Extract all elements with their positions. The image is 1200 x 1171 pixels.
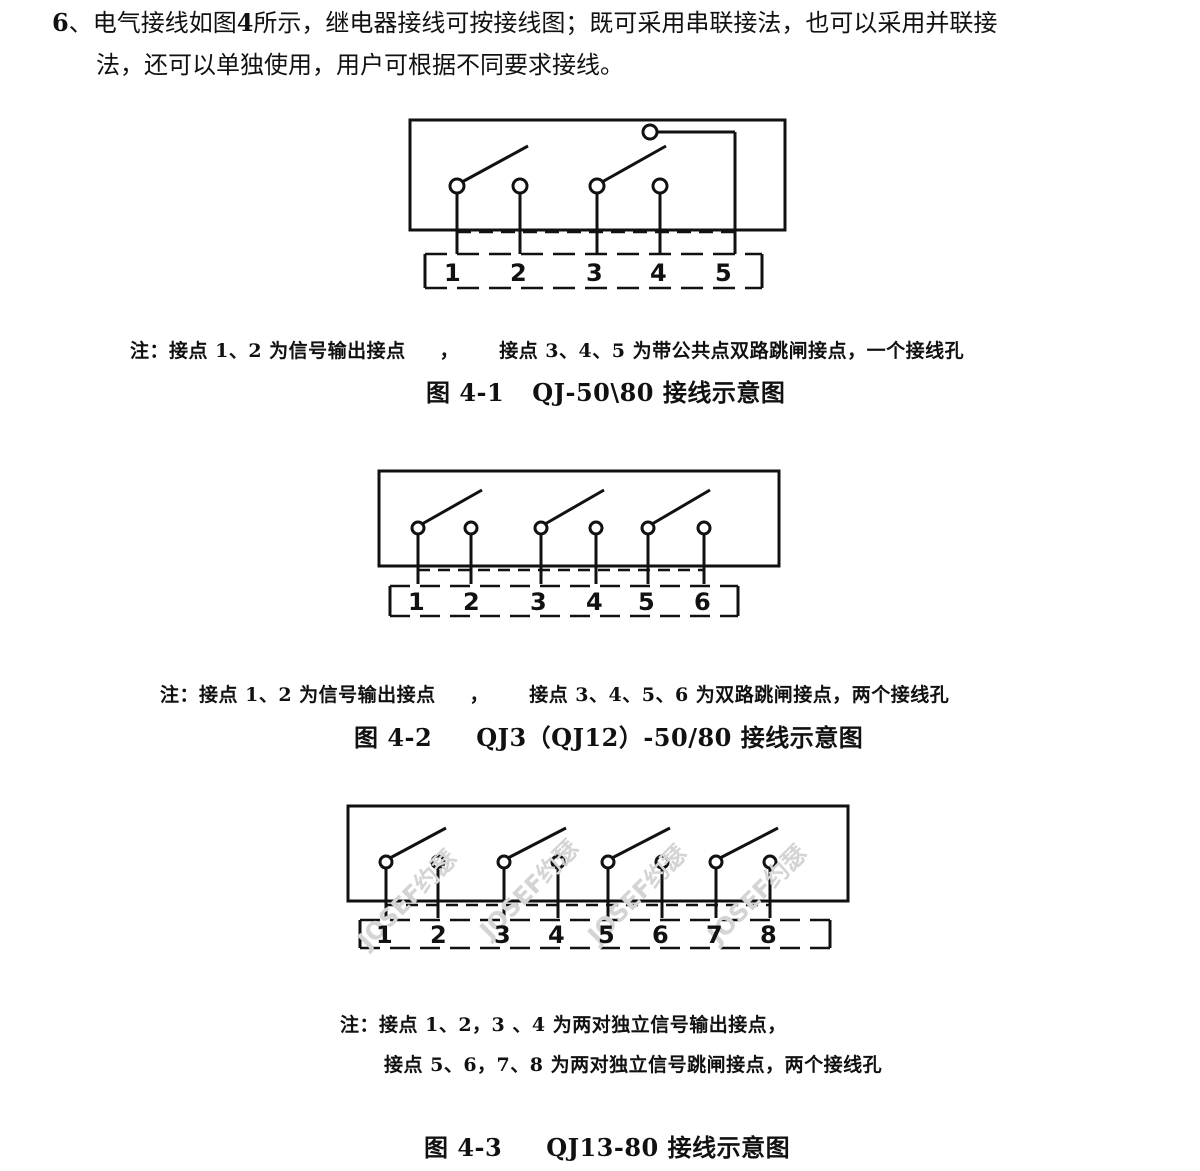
- fig1-common-contact: [641, 123, 659, 141]
- fig3-terminal-5: 5: [598, 921, 615, 949]
- fig3-note-line-1: 注：接点 1、2，3 、4 为两对独立信号输出接点，: [340, 1014, 787, 1036]
- fig1-terminal-labels: 1 2 3 4 5: [444, 259, 732, 287]
- fig2-terminal-6: 6: [694, 588, 711, 616]
- fig2-terminal-4: 4: [586, 588, 603, 616]
- fig3-terminal-6: 6: [652, 921, 669, 949]
- fig1-relay-diagram: [408, 118, 787, 290]
- fig3-terminal-1: 1: [376, 921, 393, 949]
- fig2-terminal-5: 5: [638, 588, 655, 616]
- fig3-terminal-8: 8: [760, 921, 777, 949]
- fig2-terminal-2: 2: [463, 588, 480, 616]
- fig2-note: 注：接点 1、2 为信号输出接点，接点 3、4、5、6 为双路跳闸接点，两个接线…: [160, 684, 950, 706]
- fig1-terminal-1: 1: [444, 259, 461, 287]
- fig2-terminal-1: 1: [408, 588, 425, 616]
- fig3-note-line-2: 接点 5、6，7、8 为两对独立信号跳闸接点，两个接线孔: [384, 1054, 883, 1076]
- fig3-relay-diagram: [346, 804, 850, 950]
- fig3-housing: [346, 804, 850, 903]
- fig1-note: 注：接点 1、2 为信号输出接点，接点 3、4、5 为带公共点双路跳闸接点，一个…: [130, 340, 965, 362]
- fig1-terminal-3: 3: [586, 259, 603, 287]
- intro-paragraph: 6、电气接线如图4所示，继电器接线可按接线图；既可采用串联接法，也可以采用并联接…: [52, 2, 1162, 86]
- fig3-terminal-labels: 1 2 3 4 5 6 7 8: [376, 921, 777, 949]
- fig2-relay-diagram: [377, 469, 781, 618]
- fig3-watermarks: JOSEF约瑟 JOSEF约瑟 JOSEF约瑟 JOSEF约瑟: [351, 834, 812, 955]
- fig2-terminal-labels: 1 2 3 4 5 6: [408, 588, 711, 616]
- fig3-terminal-3: 3: [494, 921, 511, 949]
- fig3-terminal-2: 2: [430, 921, 447, 949]
- fig1-terminal-2: 2: [510, 259, 527, 287]
- watermark-2: JOSEF约瑟: [473, 834, 584, 945]
- intro-line-2: 法，还可以单独使用，用户可根据不同要求接线。: [96, 51, 624, 79]
- fig2-housing: [377, 469, 781, 568]
- fig3-terminal-7: 7: [706, 921, 723, 949]
- fig3-terminal-4: 4: [548, 921, 565, 949]
- fig1-terminal-5: 5: [715, 259, 732, 287]
- fig1-terminal-4: 4: [650, 259, 667, 287]
- fig2-terminal-3: 3: [530, 588, 547, 616]
- intro-line-1: 6、电气接线如图4所示，继电器接线可按接线图；既可采用串联接法，也可以采用并联接: [52, 8, 998, 37]
